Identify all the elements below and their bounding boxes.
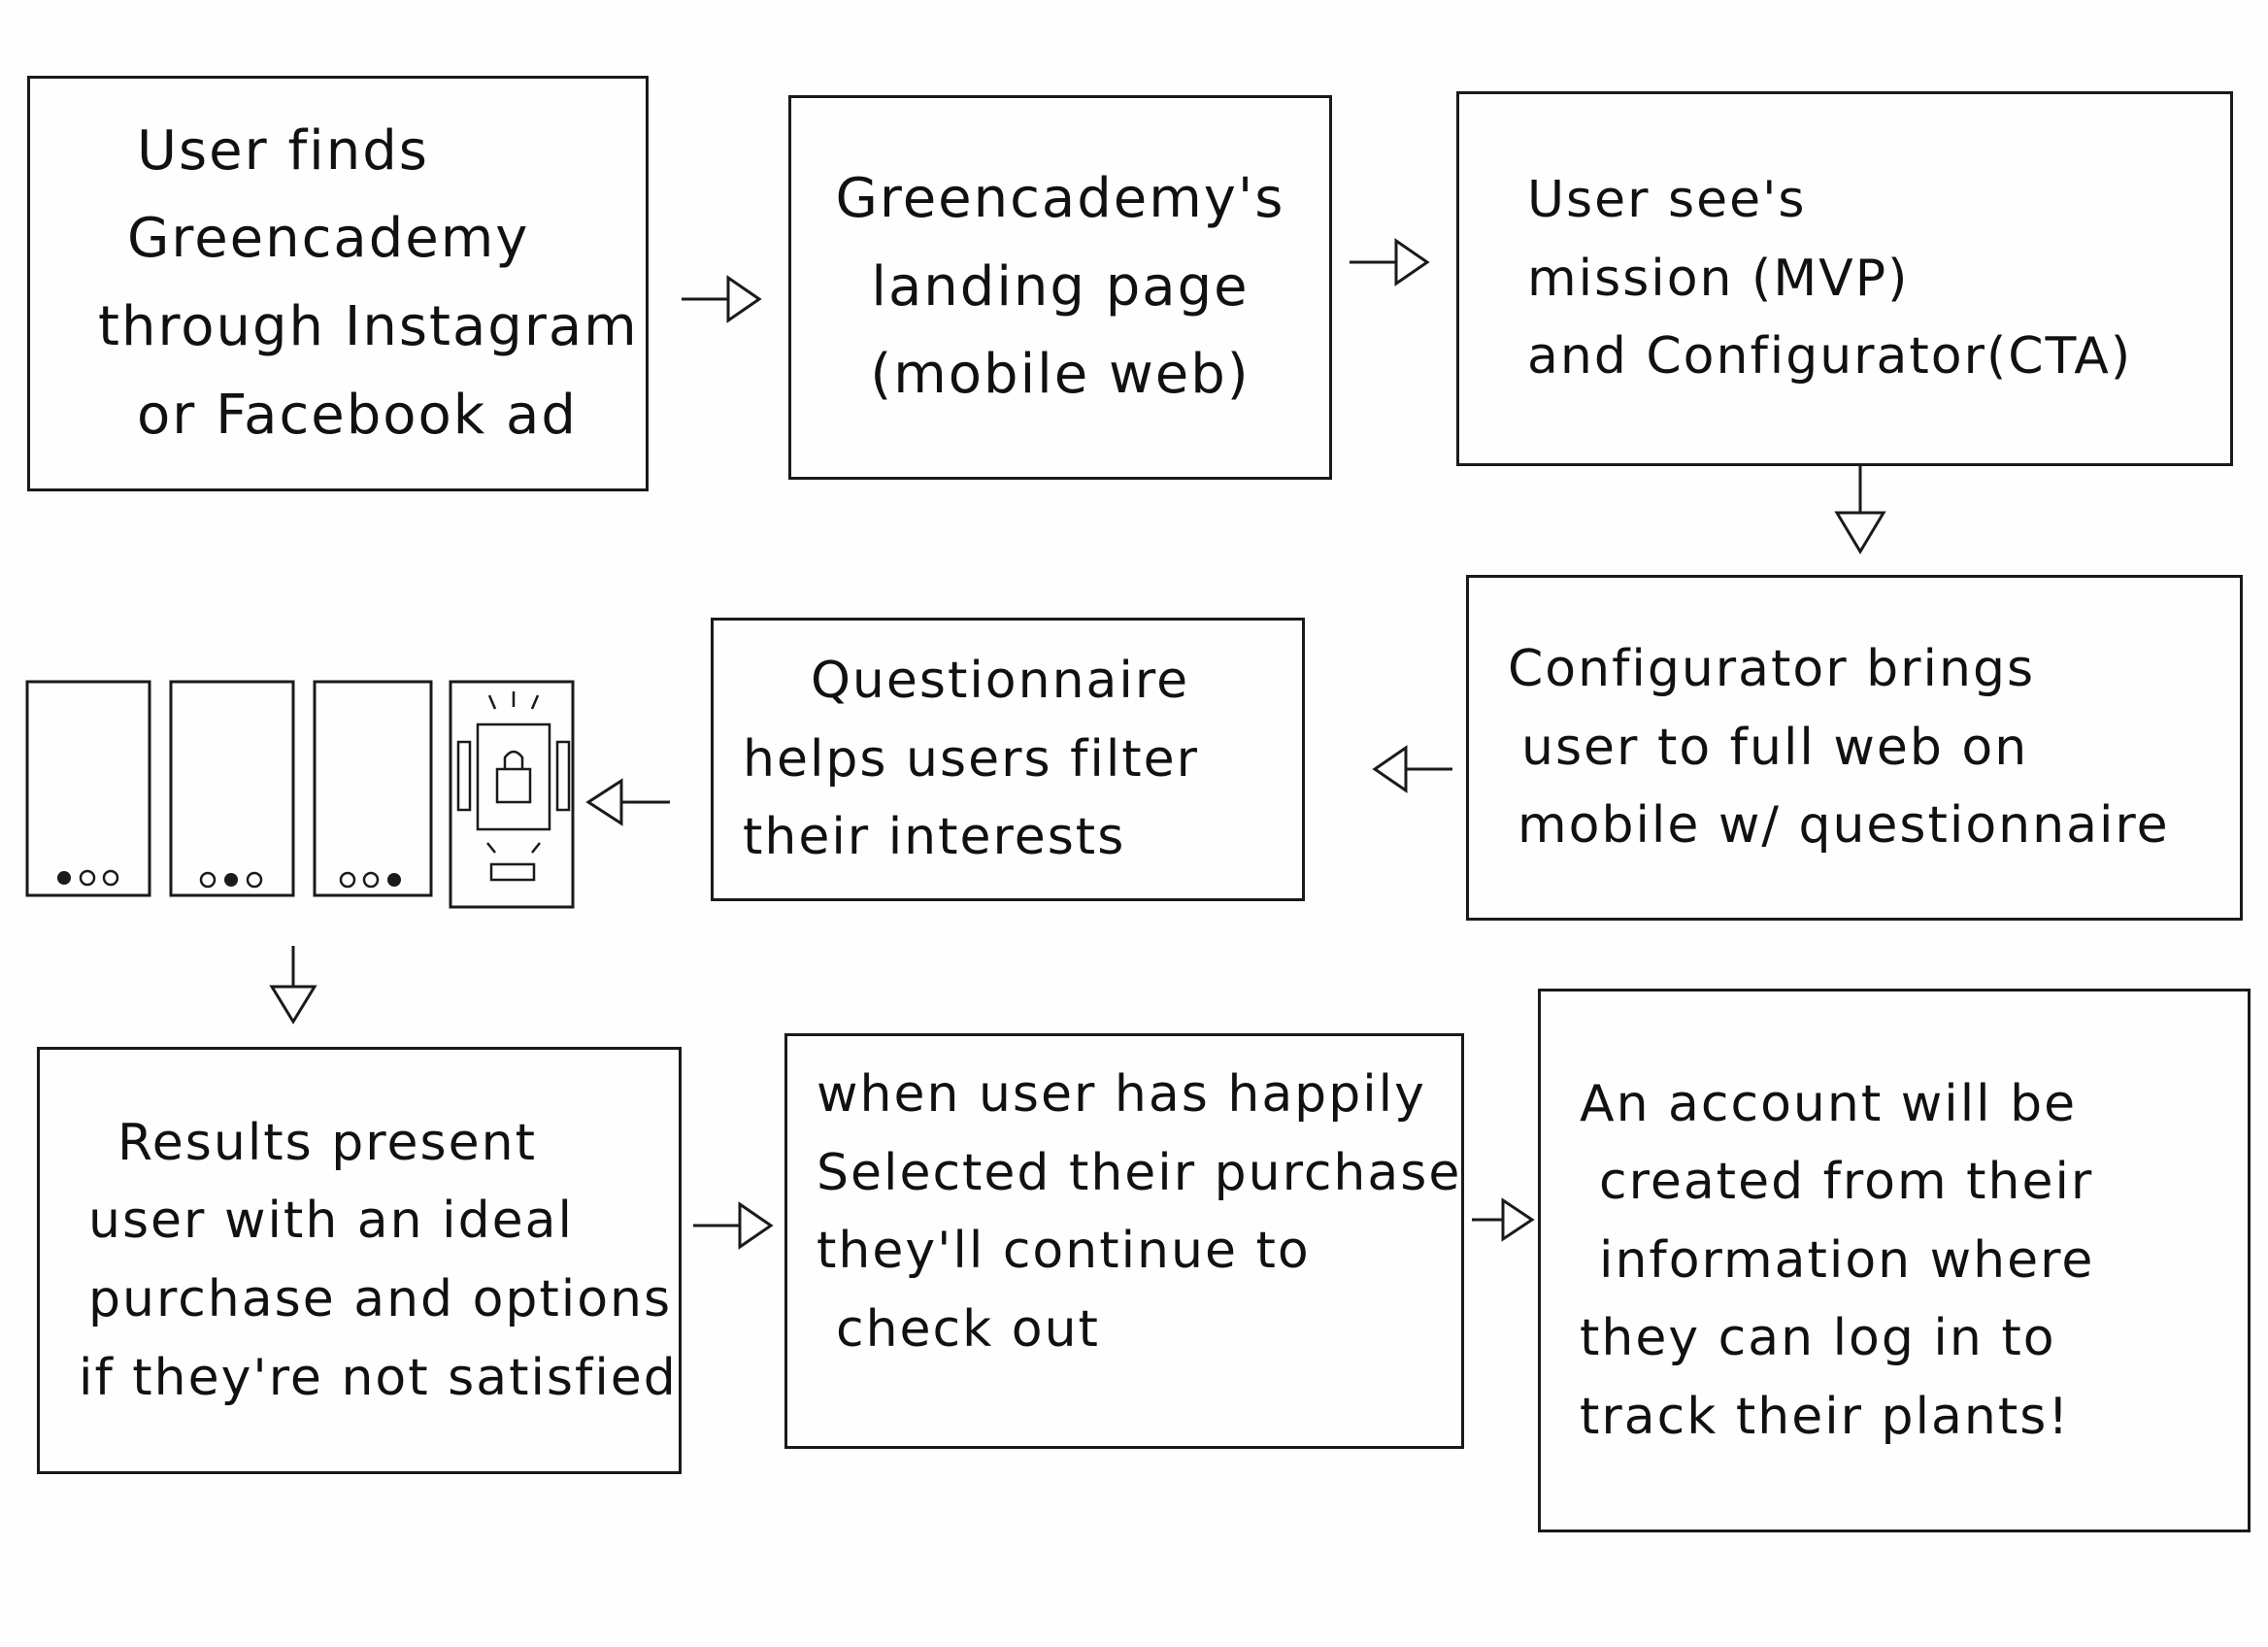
step-3-line: and Configurator(CTA) xyxy=(1527,327,2133,387)
arrow-right-icon xyxy=(1470,1191,1540,1249)
step-6-line: if they're not satisfied xyxy=(79,1348,678,1407)
step-box-8: An account will be created from their in… xyxy=(1538,989,2251,1532)
step-box-5: Questionnaire helps users filter their i… xyxy=(711,618,1305,901)
phone-wireframes xyxy=(23,678,586,911)
arrow-down-icon xyxy=(264,944,322,1027)
step-8-line: they can log in to xyxy=(1580,1309,2056,1368)
step-7-line: when user has happily xyxy=(817,1065,1426,1124)
step-8-line: information where xyxy=(1599,1230,2095,1290)
step-7-line: check out xyxy=(836,1299,1100,1359)
phone-screen-3 xyxy=(313,680,433,897)
step-2-line: (mobile web) xyxy=(870,343,1251,407)
step-1-line: through Instagram xyxy=(98,295,639,358)
step-box-2: Greencademy's landing page (mobile web) xyxy=(788,95,1332,480)
phone-screen-2 xyxy=(169,680,295,897)
step-box-7: when user has happily Selected their pur… xyxy=(784,1033,1464,1449)
step-5-line: helps users filter xyxy=(743,729,1200,789)
step-5-line: their interests xyxy=(743,808,1126,867)
arrow-right-icon xyxy=(691,1196,779,1255)
step-4-line: mobile w/ questionnaire xyxy=(1518,796,2170,856)
step-8-line: created from their xyxy=(1599,1153,2094,1212)
arrow-right-icon xyxy=(680,270,767,328)
step-4-line: Configurator brings xyxy=(1508,640,2036,699)
arrow-left-icon xyxy=(583,773,672,831)
step-5-line: Questionnaire xyxy=(811,652,1190,711)
step-box-3: User see's mission (MVP) and Configurato… xyxy=(1456,91,2233,466)
step-2-line: landing page xyxy=(871,254,1250,319)
step-1-line: User finds xyxy=(137,118,429,183)
phone-screen-1 xyxy=(25,680,151,897)
step-6-line: Results present xyxy=(117,1113,537,1172)
step-8-line: An account will be xyxy=(1580,1074,2078,1133)
step-2-line: Greencademy's xyxy=(835,166,1285,230)
step-8-line: track their plants! xyxy=(1580,1387,2071,1446)
step-6-line: user with an ideal xyxy=(88,1192,574,1251)
step-7-line: Selected their purchase xyxy=(817,1143,1462,1202)
step-box-6: Results present user with an ideal purch… xyxy=(37,1047,682,1474)
step-3-line: mission (MVP) xyxy=(1527,249,1910,308)
arrow-right-icon xyxy=(1348,233,1435,291)
step-3-line: User see's xyxy=(1527,171,1807,230)
step-7-line: they'll continue to xyxy=(817,1222,1311,1281)
step-1-line: or Facebook ad xyxy=(137,383,578,447)
phone-screen-4 xyxy=(449,680,575,909)
step-4-line: user to full web on xyxy=(1521,718,2029,777)
shopping-bag-icon xyxy=(495,750,532,804)
step-box-1: User finds Greencademy through Instagram… xyxy=(27,76,649,491)
arrow-left-icon xyxy=(1367,740,1454,798)
step-box-4: Configurator brings user to full web on … xyxy=(1466,575,2243,921)
step-6-line: purchase and options xyxy=(88,1270,673,1328)
step-1-line: Greencademy xyxy=(127,207,530,271)
arrow-down-icon xyxy=(1831,462,1889,559)
